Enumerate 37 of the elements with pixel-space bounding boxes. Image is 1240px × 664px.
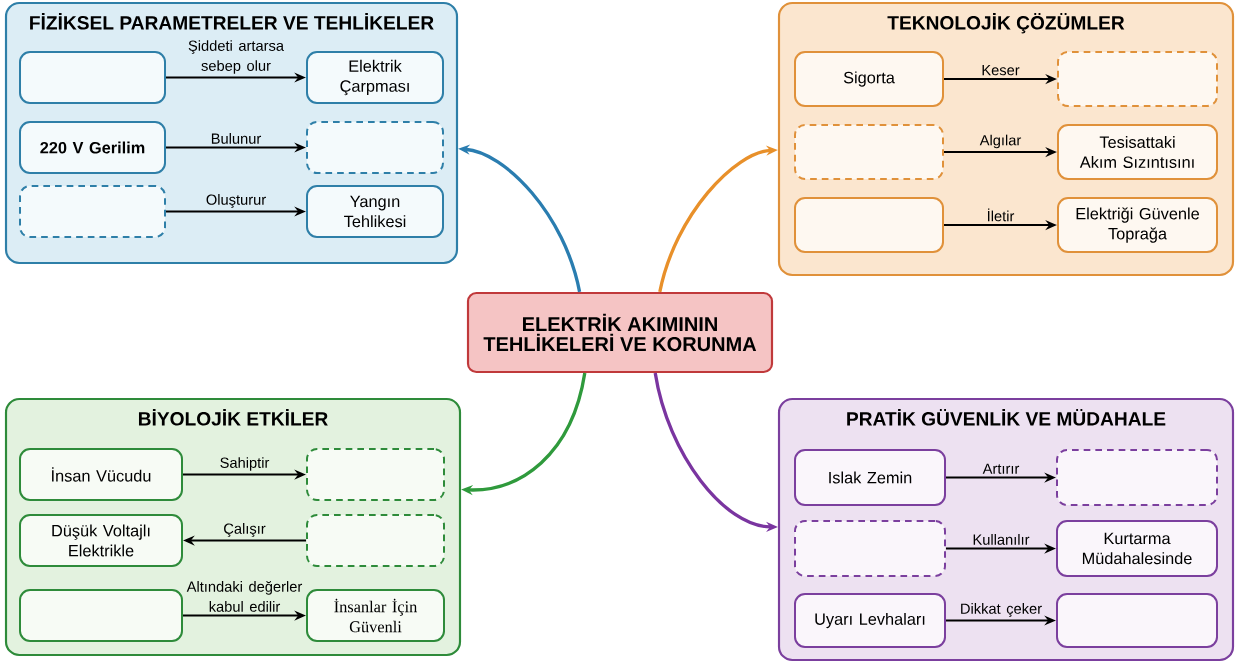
empty-box	[19, 185, 166, 238]
edge-label: İletir	[988, 208, 1015, 222]
empty-box	[19, 589, 183, 642]
empty-box	[794, 197, 944, 253]
edge-label: Altındaki değerler kabul edilir	[186, 580, 303, 612]
edge-label: Oluşturur	[206, 194, 266, 208]
edge-label: Şiddeti artarsa sebep olur	[188, 40, 284, 74]
empty-box	[306, 121, 444, 174]
empty-box	[794, 520, 946, 577]
topic-box: ELEKTRİK AKIMININ TEHLİKELERİ VE KORUNMA	[466, 291, 774, 374]
edge-label: Algılar	[979, 134, 1022, 149]
edge-label: Dikkat çeker	[961, 603, 1042, 617]
concept-box: Islak Zemin	[794, 449, 946, 506]
empty-box	[794, 124, 944, 180]
edge-label: Çalışır	[224, 523, 266, 537]
empty-box	[306, 448, 445, 501]
edge-label: Keser	[982, 65, 1020, 76]
concept-box: Elektrik Çarpması	[306, 51, 444, 104]
empty-box	[19, 51, 166, 104]
concept-box: Tesisattaki Akım Sızıntısını	[1057, 124, 1218, 180]
concept-box: Kurtarma Müdahalesinde	[1056, 520, 1218, 577]
empty-box	[1057, 51, 1218, 107]
empty-box	[1056, 593, 1218, 648]
empty-box	[1056, 449, 1218, 506]
empty-box	[306, 514, 445, 567]
concept-box: Sigorta	[794, 51, 944, 107]
concept-box: Düşük Voltajlı Elektrikle	[19, 514, 183, 567]
edge-label: Artırır	[982, 463, 1020, 474]
edge-label: Sahiptir	[220, 457, 270, 471]
edge-label: Bulunur	[211, 133, 262, 144]
concept-box: İnsan Vücudu	[19, 448, 183, 501]
concept-box: İnsanlar İçin Güvenli	[306, 589, 445, 642]
concept-box: 220 V Gerilim	[19, 121, 166, 174]
concept-box: Yangın Tehlikesi	[306, 185, 444, 238]
concept-box: Elektriği Güvenle Toprağa	[1057, 197, 1218, 253]
edge-label: Kullanılır	[973, 534, 1030, 545]
concept-box: Uyarı Levhaları	[794, 593, 946, 648]
